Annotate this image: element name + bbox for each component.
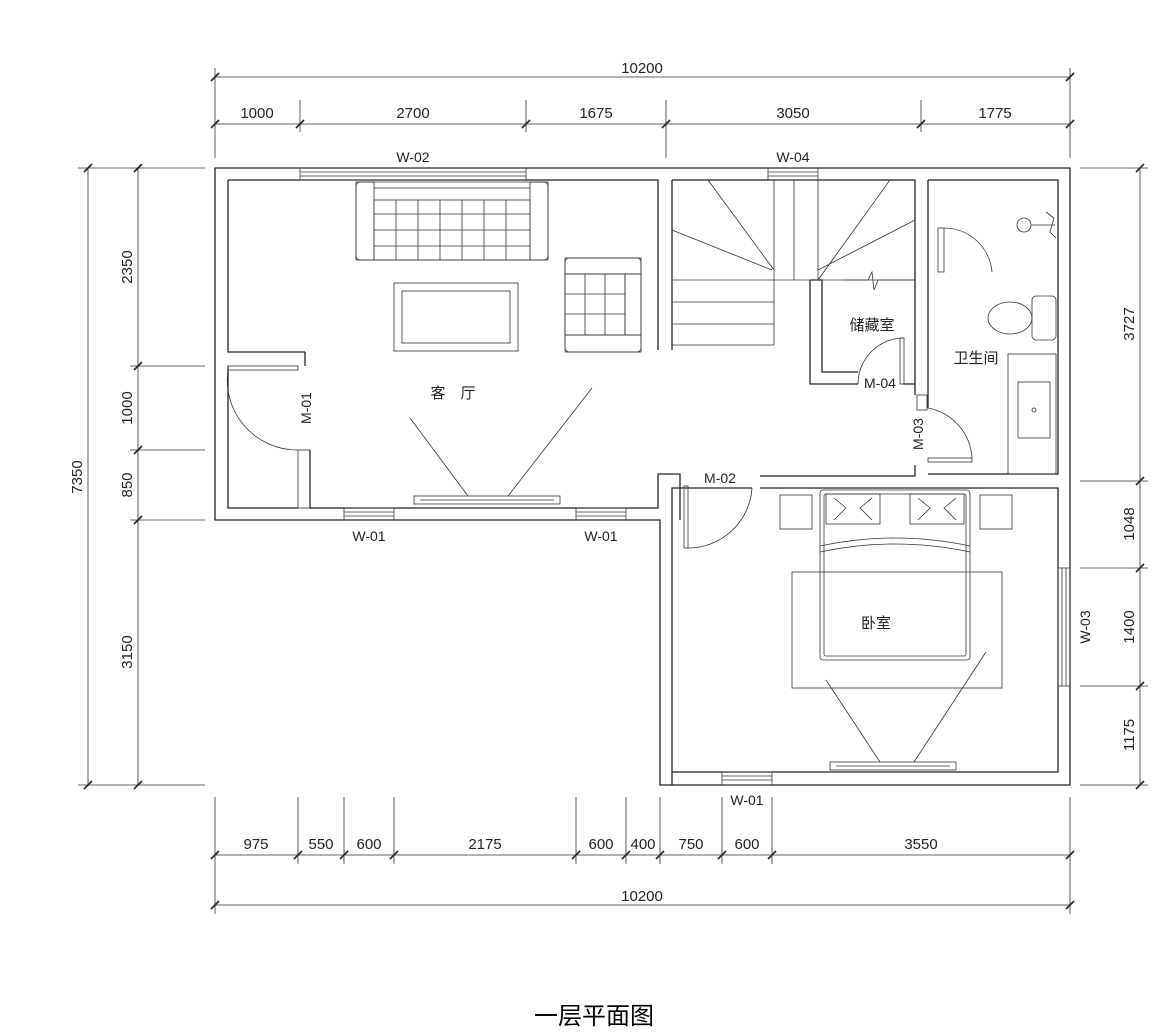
dim-left-segment: 1000 — [119, 391, 136, 424]
room-storage: 储藏室 — [849, 316, 894, 334]
window-w01-bottom — [721, 771, 773, 786]
tag-m03: M-03 — [910, 418, 926, 450]
dim-top-total: 10200 — [621, 60, 663, 77]
armchair — [564, 257, 642, 353]
bottom-segment-ticks — [210, 797, 1075, 864]
door-m01 — [226, 365, 311, 509]
tag-w04: W-04 — [776, 149, 809, 165]
furniture — [355, 181, 1057, 771]
dim-top-segment: 1675 — [579, 105, 612, 122]
nightstand-right — [979, 494, 1013, 530]
dim-left-segment: 3150 — [119, 635, 136, 668]
window-w03 — [1057, 567, 1071, 687]
window-w01-left — [343, 507, 395, 521]
tv-living — [409, 387, 593, 505]
dim-bottom-segment: 750 — [678, 836, 703, 853]
door-m03 — [916, 394, 973, 463]
coffee-table — [393, 282, 519, 352]
dim-right-segment: 1048 — [1121, 507, 1138, 540]
nightstand-left — [779, 494, 813, 530]
dim-bottom-segment: 400 — [630, 836, 655, 853]
dim-top-segment: 1000 — [240, 105, 273, 122]
window-w04 — [767, 167, 819, 181]
dim-left-segment: 850 — [119, 472, 136, 497]
door-bathroom — [937, 227, 993, 273]
door-m04 — [857, 337, 905, 385]
page-title: 一层平面图 — [534, 1002, 654, 1030]
dim-right-segment: 3727 — [1121, 307, 1138, 340]
dim-bottom-segment: 3550 — [904, 836, 937, 853]
dimension-labels: 10200 1000 2700 1675 3050 1775 975 550 6… — [69, 60, 1138, 905]
tag-w01-left: W-01 — [352, 528, 385, 544]
tag-m04: M-04 — [864, 375, 896, 391]
dim-left-segment: 2350 — [119, 250, 136, 283]
dim-bottom-segment: 550 — [308, 836, 333, 853]
room-bedroom: 卧室 — [861, 614, 891, 632]
bed — [791, 489, 1003, 689]
room-labels: 客 厅 储藏室 卫生间 卧室 — [430, 316, 998, 632]
dim-bottom-segment: 600 — [734, 836, 759, 853]
dim-left-total: 7350 — [69, 460, 86, 493]
bath-sink — [1007, 353, 1057, 475]
tv-bedroom — [825, 651, 987, 771]
dim-bottom-total: 10200 — [621, 888, 663, 905]
window-w01-mid — [575, 507, 627, 521]
shower-fixture — [1016, 211, 1057, 239]
opening-tags: W-02 W-04 W-01 W-01 W-01 W-03 M-01 M-02 … — [298, 149, 1093, 808]
dim-bottom-segment: 600 — [588, 836, 613, 853]
toilet — [987, 295, 1057, 341]
tag-w03: W-03 — [1077, 610, 1093, 643]
walls — [214, 167, 1071, 786]
room-bathroom: 卫生间 — [953, 349, 998, 367]
window-w02 — [299, 167, 527, 181]
tag-w01-mid: W-01 — [584, 528, 617, 544]
sofa — [355, 181, 549, 261]
tag-w01-bottom: W-01 — [730, 792, 763, 808]
dim-top-segment: 2700 — [396, 105, 429, 122]
dim-top-segment: 1775 — [978, 105, 1011, 122]
dim-bottom-segment: 975 — [243, 836, 268, 853]
dim-right-segment: 1175 — [1121, 719, 1138, 751]
room-living: 客 厅 — [430, 384, 475, 402]
dim-right-segment: 1400 — [1121, 610, 1138, 643]
stairs — [671, 179, 916, 346]
dim-bottom-segment: 2175 — [468, 836, 501, 853]
dimension-lines — [78, 68, 1148, 914]
tag-w02: W-02 — [396, 149, 429, 165]
tag-m01: M-01 — [298, 392, 314, 424]
top-segment-ticks — [210, 95, 1075, 158]
dim-top-segment: 3050 — [776, 105, 809, 122]
tag-m02: M-02 — [704, 470, 736, 486]
door-m02 — [683, 485, 753, 549]
windows — [299, 167, 1071, 786]
doors — [226, 227, 993, 549]
dim-bottom-segment: 600 — [356, 836, 381, 853]
